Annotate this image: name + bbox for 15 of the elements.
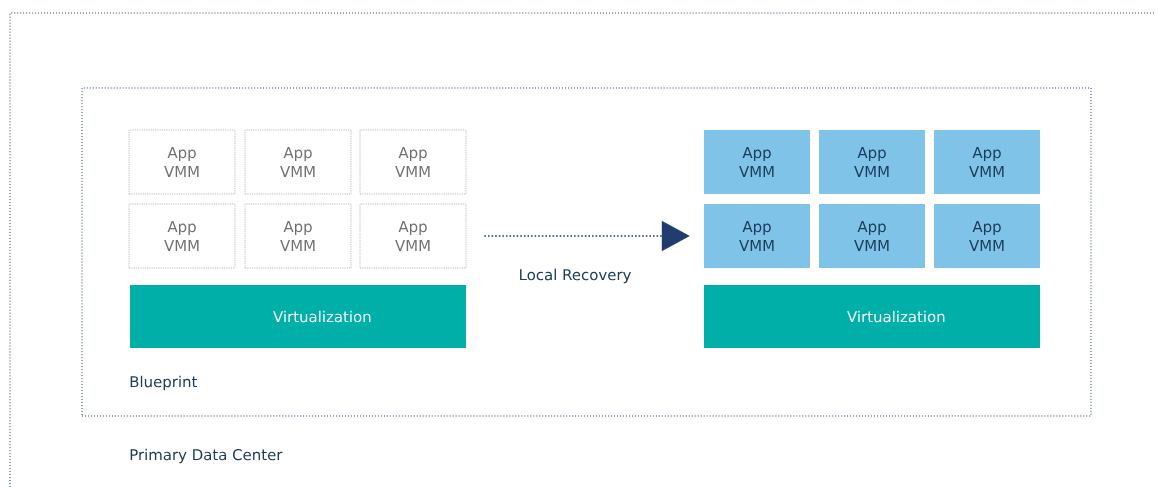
- placeholder-vm-box: App VMM: [244, 129, 352, 195]
- placeholder-vm-box: App VMM: [244, 203, 352, 269]
- vm-box: App VMM: [934, 130, 1040, 194]
- virtualization-bar: Virtualization: [130, 285, 466, 348]
- virtualization-bar: Virtualization: [704, 285, 1040, 348]
- edge-label: Local Recovery: [517, 267, 633, 285]
- vm-box: App VMM: [819, 204, 925, 268]
- vm-box: App VMM: [934, 204, 1040, 268]
- placeholder-vm-box: App VMM: [359, 203, 467, 269]
- vm-box: App VMM: [819, 130, 925, 194]
- placeholder-vm-box: App VMM: [128, 129, 236, 195]
- vm-box: App VMM: [704, 204, 810, 268]
- vm-box: App VMM: [704, 130, 810, 194]
- placeholder-vm-box: App VMM: [128, 203, 236, 269]
- placeholder-vm-box: App VMM: [359, 129, 467, 195]
